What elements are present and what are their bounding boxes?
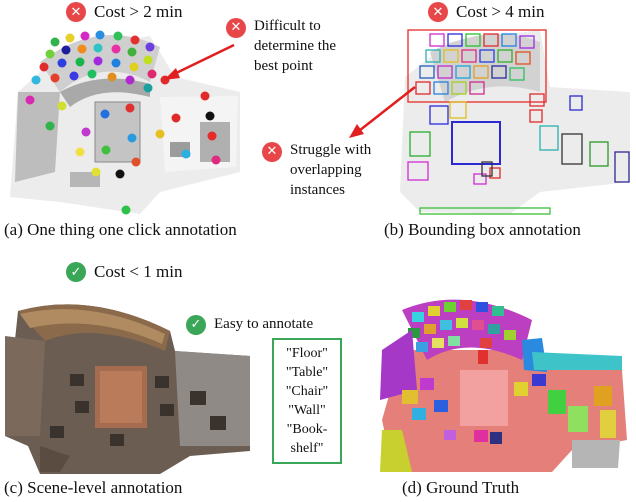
scene-label-floor: "Floor" [286, 346, 328, 361]
note-b: ✕ Struggle with overlapping instances [262, 140, 372, 200]
cost-a: ✕ Cost > 2 min [66, 2, 182, 22]
scene-label-wall: "Wall" [288, 403, 326, 418]
caption-c: (c) Scene-level annotation [4, 478, 183, 497]
arrow-a [164, 43, 235, 80]
caption-b: (b) Bounding box annotation [384, 220, 581, 239]
x-circle-icon: ✕ [428, 2, 448, 22]
scene-label-bookshelf-2: shelf" [290, 441, 324, 456]
scene-label-chair: "Chair" [285, 384, 329, 399]
check-circle-icon: ✓ [66, 262, 86, 282]
x-circle-icon: ✕ [226, 18, 246, 38]
note-c-text: Easy to annotate [214, 316, 314, 332]
cost-c-text: Cost < 1 min [94, 262, 183, 281]
note-a-line-3: best point [254, 58, 313, 74]
note-a-line-2: determine the [254, 38, 337, 54]
scene-label-bookshelf-1: "Book- [286, 422, 328, 437]
scene-d-ground-truth [380, 299, 627, 472]
note-b-line-3: instances [290, 182, 345, 198]
cost-a-text: Cost > 2 min [94, 2, 183, 21]
note-b-line-2: overlapping [290, 162, 362, 178]
click-points [25, 30, 221, 215]
note-a-line-1: Difficult to [254, 18, 321, 34]
caption-a: (a) One thing one click annotation [4, 220, 237, 239]
scene-label-list: "Floor" "Table" "Chair" "Wall" "Book- sh… [272, 338, 342, 464]
scene-label-table: "Table" [285, 365, 329, 380]
scene-c-rgb-scan [5, 304, 250, 474]
x-circle-icon: ✕ [262, 142, 282, 162]
caption-d: (d) Ground Truth [402, 478, 520, 497]
cost-b-text: Cost > 4 min [456, 2, 545, 21]
cost-c: ✓ Cost < 1 min [66, 262, 182, 282]
scene-b-bounding-boxes [400, 29, 630, 215]
arrow-b [349, 86, 416, 138]
scene-a-point-clicks [10, 30, 240, 215]
note-a: ✕ Difficult to determine the best point [226, 16, 337, 76]
cost-b: ✕ Cost > 4 min [428, 2, 544, 22]
note-c: ✓ Easy to annotate [186, 314, 314, 335]
note-b-line-1: Struggle with [290, 142, 372, 158]
check-circle-icon: ✓ [186, 315, 206, 335]
x-circle-icon: ✕ [66, 2, 86, 22]
